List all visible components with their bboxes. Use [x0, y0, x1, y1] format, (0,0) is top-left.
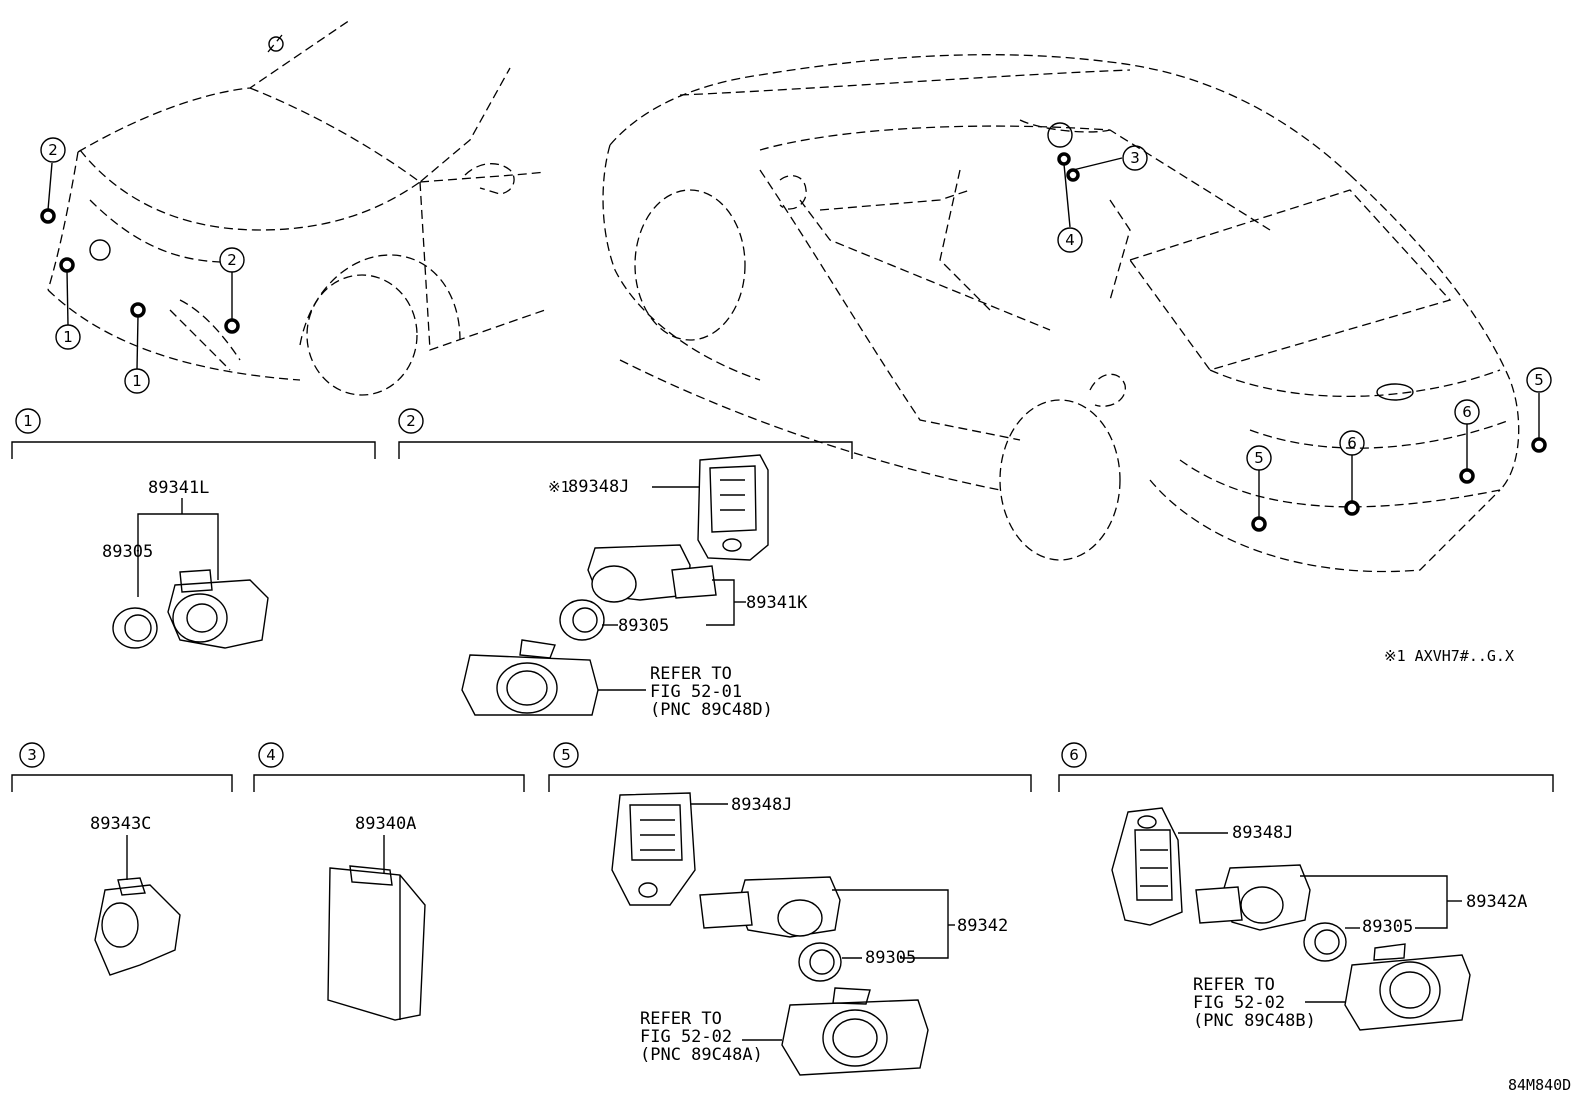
callout-1a: 1	[55, 324, 81, 350]
callout-6b-label: 6	[1462, 403, 1472, 421]
group-2: ※1 89348J 89341K 89305 REFER	[461, 454, 808, 720]
group-2-header: 2	[398, 408, 853, 459]
refer-to-line-2: FIG 52-01	[650, 682, 742, 702]
group-5-number: 5	[561, 746, 571, 764]
callout-5b: 5	[1526, 367, 1552, 393]
callout-2b: 2	[219, 247, 245, 273]
part-89340A-label: 89340A	[355, 814, 416, 834]
callout-1b: 1	[124, 368, 150, 394]
bezel-cover-part	[1344, 943, 1471, 1031]
bezel-ring-part	[798, 942, 842, 982]
part-89348J-label: 89348J	[568, 477, 629, 497]
refer-to-line-3: (PNC 89C48B)	[1193, 1011, 1316, 1031]
refer-to-line-1: REFER TO	[1193, 975, 1275, 995]
callout-2a: 2	[40, 137, 66, 163]
refer-to-line-2: FIG 52-02	[1193, 993, 1285, 1013]
part-89342A-label: 89342A	[1466, 892, 1527, 912]
ecu-89340A-part	[327, 865, 426, 1021]
part-89305-label: 89305	[618, 616, 669, 636]
group-2-number: 2	[406, 412, 416, 430]
group-6-header: 6	[1058, 742, 1554, 792]
group-4-number: 4	[266, 746, 276, 764]
group-6-number: 6	[1069, 746, 1079, 764]
part-89343C-label: 89343C	[90, 814, 151, 834]
callout-4: 4	[1057, 227, 1083, 253]
refer-to-line-1: REFER TO	[650, 664, 732, 684]
callouts: 1 1 2 2 3 4 5 5 6 6	[40, 137, 1552, 518]
callout-4-label: 4	[1065, 231, 1075, 249]
callout-6a: 6	[1339, 430, 1365, 456]
rear-car-illustration	[602, 54, 1520, 573]
retainer-89348J-part	[697, 454, 769, 561]
bezel-cover-part	[781, 987, 929, 1076]
callout-1a-label: 1	[63, 328, 73, 346]
part-89305-label: 89305	[1362, 917, 1413, 937]
refer-to-line-3: (PNC 89C48A)	[640, 1045, 763, 1065]
figure-code: 84M840D	[1508, 1076, 1571, 1094]
group-5: 89348J 89342 89305 REFER TO FIG 52-02 (P…	[611, 792, 1008, 1076]
part-89348J-label: 89348J	[731, 795, 792, 815]
callout-5a-label: 5	[1254, 449, 1264, 467]
group-3: 89343C	[90, 814, 181, 976]
callout-2a-label: 2	[48, 141, 58, 159]
note-ref-mark: ※1	[548, 478, 570, 496]
part-89341K-label: 89341K	[746, 593, 808, 613]
group-3-header: 3	[11, 742, 233, 792]
group-3-number: 3	[27, 746, 37, 764]
group-5-header: 5	[548, 742, 1032, 792]
callout-3: 3	[1122, 145, 1148, 171]
bezel-ring-part	[1303, 922, 1347, 962]
sensor-89342A-part	[1195, 864, 1311, 931]
part-89341L-label: 89341L	[148, 478, 209, 498]
retainer-89348J-part	[1111, 807, 1183, 926]
part-89305-label: 89305	[102, 542, 153, 562]
bezel-ring-part	[559, 599, 605, 641]
group-1-header: 1	[11, 408, 376, 459]
part-89342-label: 89342	[957, 916, 1008, 936]
group-4-header: 4	[253, 742, 525, 792]
bezel-ring-part	[112, 607, 158, 649]
part-89305-label: 89305	[865, 948, 916, 968]
refer-to-line-1: REFER TO	[640, 1009, 722, 1029]
callout-1b-label: 1	[132, 372, 142, 390]
retainer-89348J-part	[611, 792, 696, 906]
sensor-markers	[40, 152, 1547, 532]
front-car-illustration	[47, 19, 546, 396]
group-1-number: 1	[23, 412, 33, 430]
callout-5b-label: 5	[1534, 371, 1544, 389]
callout-3-label: 3	[1130, 149, 1140, 167]
refer-to-line-2: FIG 52-02	[640, 1027, 732, 1047]
group-headers: 1 2 3 4 5 6	[11, 408, 1554, 792]
steering-sensor-89343C-part	[94, 877, 181, 976]
callout-2b-label: 2	[227, 251, 237, 269]
callout-5a: 5	[1246, 445, 1272, 471]
refer-to-line-3: (PNC 89C48D)	[650, 700, 773, 720]
group-6: 89348J 89342A 89305 REFER TO FIG 52-02 (…	[1111, 807, 1527, 1031]
callout-6a-label: 6	[1347, 434, 1357, 452]
group-1: 89341L 89305	[102, 478, 269, 649]
sensor-89341K-part	[587, 544, 717, 603]
bezel-cover-part	[461, 639, 599, 716]
sensor-89341L-part	[167, 569, 269, 649]
part-89348J-label: 89348J	[1232, 823, 1293, 843]
applicability-note: ※1 AXVH7#..G.X	[1384, 647, 1514, 665]
callout-6b: 6	[1454, 399, 1480, 425]
group-4: 89340A	[327, 814, 426, 1021]
sensor-89342-part	[699, 876, 841, 938]
